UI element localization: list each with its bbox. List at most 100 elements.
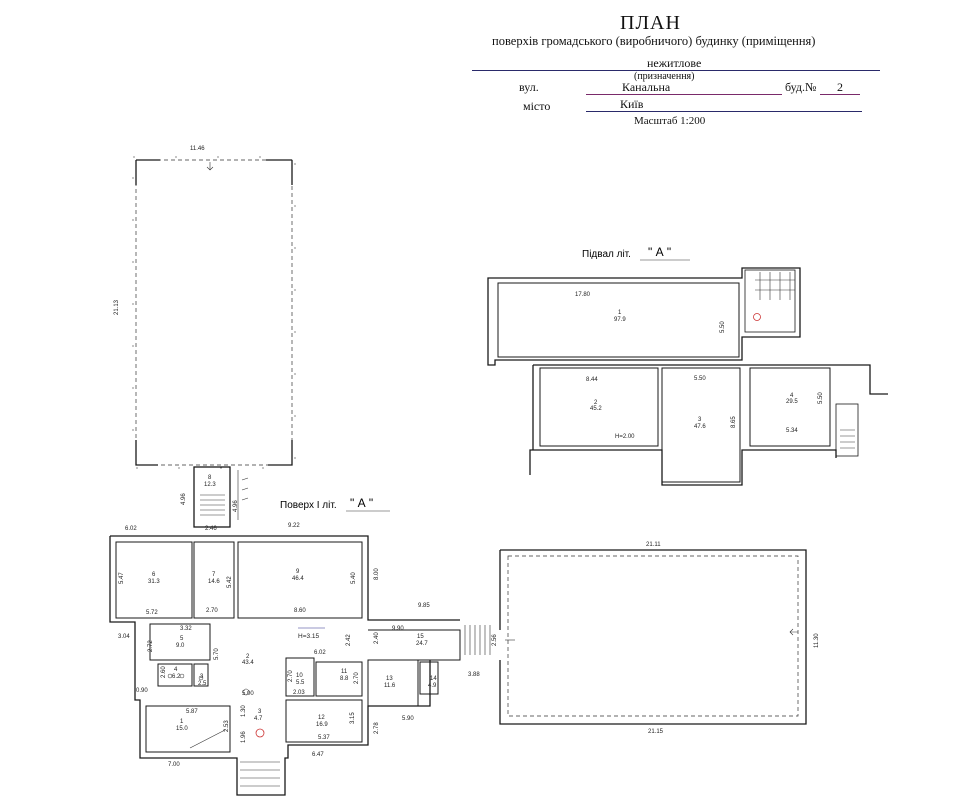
plan-scale: Масштаб 1:200	[634, 115, 706, 127]
room-4-area: 6.2	[172, 674, 181, 680]
basement-litera: " А "	[648, 245, 671, 259]
dim-upper-hall-length: 21.13	[114, 299, 120, 315]
room-9-area: 46.4	[292, 576, 304, 582]
room-3b-num: 3	[200, 674, 204, 680]
floor1-dim: 5.87	[186, 709, 198, 715]
purpose-caption: (призначення)	[634, 71, 695, 82]
basement-room-4-num: 4	[790, 393, 794, 399]
floor1-dim: 5.40	[351, 572, 357, 584]
basement-room-3-area: 47.6	[694, 424, 706, 430]
basement-room-2-num: 2	[594, 400, 598, 406]
floor1-dim: 2.72	[148, 640, 154, 652]
plan-header: ПЛАН поверхів громадського (виробничого)…	[470, 8, 890, 128]
room-13-num: 13	[386, 676, 393, 682]
room-15-area: 24.7	[416, 641, 428, 647]
basement-dim-7: 5.34	[786, 428, 798, 434]
floor1-dim: 5.90	[402, 716, 414, 722]
floor1-dim: 6.02	[314, 650, 326, 656]
dim-right-hall-width: 21.11	[646, 542, 661, 548]
floor1-dim: 2.60	[161, 666, 167, 678]
room-7-area: 14.6	[208, 579, 220, 585]
floor1-dim: 3.04	[118, 634, 130, 640]
room-1-num: 1	[180, 719, 184, 725]
room-14-area: 4.9	[428, 683, 437, 689]
floor1-dim: 2.03	[293, 690, 305, 696]
dim-right-hall-bottom: 21.15	[648, 729, 664, 735]
dim-upper-hall-width: 11.46	[190, 146, 205, 152]
floor1-dim: 5.70	[214, 648, 220, 660]
street-underline	[586, 94, 782, 95]
floor1-dim: 2.53	[224, 720, 230, 732]
floor1-dim: 5.72	[146, 610, 158, 616]
floor1-dim: 6.47	[312, 752, 324, 758]
floor1-dim: 2.46	[205, 526, 217, 532]
room-3-num: 3	[258, 709, 262, 715]
purpose-underline	[472, 70, 880, 71]
floor1-dim: 0.90	[136, 688, 148, 694]
floor1-dim: 9.85	[418, 603, 430, 609]
floor1-dim: 2.70	[354, 672, 360, 684]
floor1-dim: 7.00	[168, 762, 180, 768]
floor1-dim: 5.37	[318, 735, 330, 741]
plan-title: ПЛАН	[620, 12, 681, 34]
room-4-num: 4	[174, 667, 178, 673]
basement-dim-2: 5.50	[720, 321, 726, 333]
floor1-litera: " А "	[350, 496, 373, 510]
basement-dim-5: 8.65	[731, 416, 737, 428]
room-12-area: 16.9	[316, 722, 328, 728]
upper-hall: 11.46 21.13	[114, 146, 296, 469]
city-value: Київ	[620, 97, 644, 111]
floor1-dim: 2.70	[206, 608, 218, 614]
city-label: місто	[523, 99, 551, 113]
room-8-area: 12.3	[204, 482, 216, 488]
room-13-area: 11.6	[384, 683, 396, 689]
floor1-dim: 3.32	[180, 626, 192, 632]
floor1-dim: 2.70	[288, 670, 294, 682]
basement-dim-3: 8.44	[586, 377, 598, 383]
basement-dim-4: 5.50	[694, 376, 706, 382]
room-3-area: 4.7	[254, 716, 263, 722]
floor1-dim: 2.40	[374, 632, 380, 644]
building-value: 2	[837, 80, 843, 94]
floor1-dim: 5.00	[242, 691, 254, 697]
room-6-num: 6	[152, 572, 156, 578]
room-15-num: 15	[417, 634, 424, 640]
floor1-dim: 2.56	[492, 634, 498, 646]
city-underline	[586, 111, 862, 112]
floor1-dim: 9.90	[392, 626, 404, 632]
street-label: вул.	[519, 80, 539, 94]
room-7-num: 7	[212, 572, 216, 578]
basement-dim-6: 5.50	[818, 392, 824, 404]
room-11-area: 8.8	[340, 676, 349, 682]
room-6-area: 31.3	[148, 579, 160, 585]
floor1-dim: 3.15	[350, 712, 356, 724]
basement-room-1-area: 97.9	[614, 317, 626, 323]
dim-right-hall-depth: 11.30	[814, 633, 820, 648]
floor1-dim: 8.00	[374, 568, 380, 580]
floor1-dim: 1.96	[241, 731, 247, 743]
room-1-area: 15.0	[176, 726, 188, 732]
floor1-dim: 5.47	[119, 572, 125, 584]
room-5-area: 9.0	[176, 643, 185, 649]
basement-room-1-num: 1	[618, 310, 622, 316]
room-3b-area: 2.5	[198, 681, 207, 687]
floor1-dim: 2.78	[374, 722, 380, 734]
basement-dim-height: H=2.00	[615, 434, 635, 440]
purpose-value: нежитлове	[647, 56, 702, 70]
floor1-dim: 1.30	[241, 705, 247, 717]
basement-room-4-area: 29.5	[786, 399, 798, 405]
plan-subtitle: поверхів громадського (виробничого) буди…	[492, 34, 816, 48]
floor1-dim: 6.02	[125, 526, 137, 532]
floor1-title: Поверх I літ.	[280, 500, 337, 511]
floor1-dim: 4.96	[181, 493, 187, 505]
basement-title: Підвал літ.	[582, 249, 631, 260]
basement-plan: Підвал літ. " А " 1 97.9 2 45.2 3 47.6 4…	[487, 245, 888, 486]
floor1-dim: 3.88	[468, 672, 480, 678]
room-14-num: 14	[430, 676, 437, 682]
building-label: буд.№	[785, 80, 817, 94]
room-8-num: 8	[208, 475, 212, 481]
room-2-num: 2	[246, 654, 250, 660]
building-underline	[820, 94, 860, 95]
room-10-area: 5.5	[296, 680, 305, 686]
